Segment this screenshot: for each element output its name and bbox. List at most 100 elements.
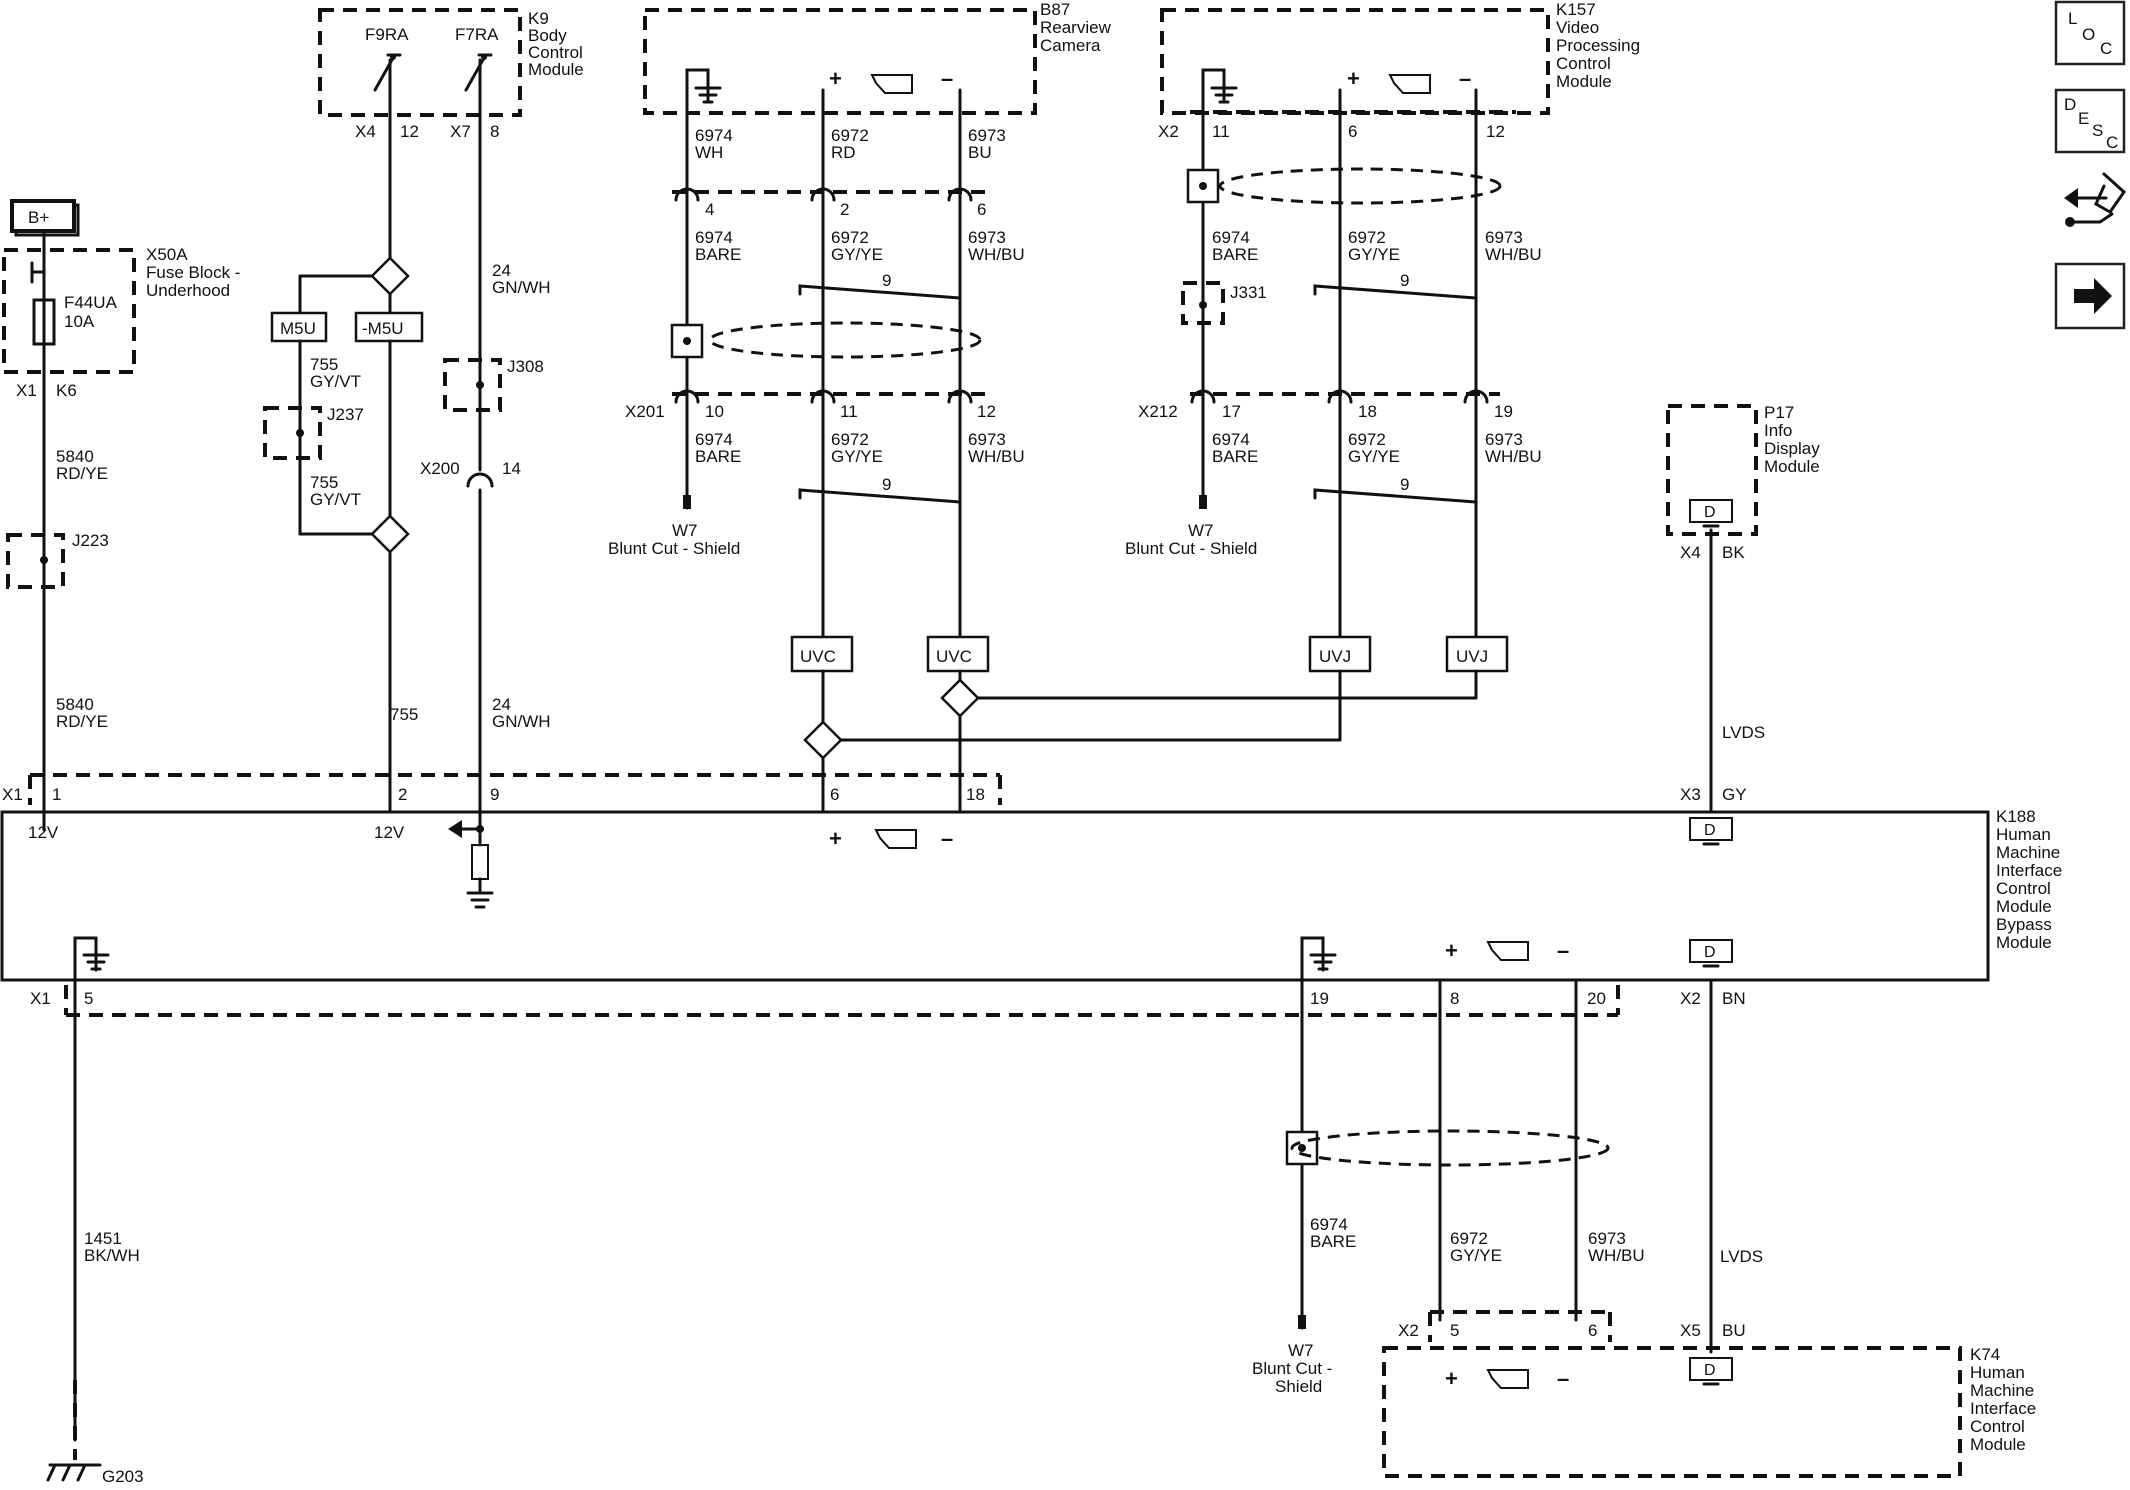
wire-24-number-a: 24 (492, 261, 511, 280)
lower-w6972: 6972 (1450, 1229, 1488, 1248)
k157-pin-12: 12 (1486, 122, 1505, 141)
wire-755-number-c: 755 (390, 705, 418, 724)
ground-symbol-icon (73, 936, 110, 972)
option-uvj-label-a: UVJ (1319, 647, 1351, 666)
k188-conn-x1-bottom: X1 (30, 989, 51, 1008)
splice-diamond-icon (940, 678, 980, 718)
w6974-label-c: 6974 (695, 430, 733, 449)
k157-outline (1160, 8, 1550, 115)
wire-5840-color-b: RD/YE (56, 712, 108, 731)
k9-switch-f7ra-label: F7RA (455, 25, 499, 44)
lower-w6974-bare: BARE (1310, 1232, 1356, 1251)
k74-outline (1382, 1346, 1962, 1478)
x50a-id: X50A (146, 245, 188, 264)
k188-pin-9: 9 (490, 785, 499, 804)
wire-5840-number-b: 5840 (56, 695, 94, 714)
splice-diamond-icon (370, 256, 410, 296)
k157-name-4: Module (1556, 72, 1612, 91)
option-m5u-box (270, 311, 328, 343)
k157-w6973-whbu-c: WH/BU (1485, 447, 1542, 466)
resistor-icon (471, 844, 489, 880)
k74-name-4: Control (1970, 1417, 2025, 1436)
wire-5840-number-a: 5840 (56, 447, 94, 466)
fuse-f44ua-label: F44UA (64, 293, 118, 312)
k188-pin-8: 8 (1450, 989, 1459, 1008)
loc-letter-c: C (2100, 39, 2112, 58)
k188-pin-2: 2 (398, 785, 407, 804)
k188-plus-b: + (1445, 938, 1458, 963)
repair-procedure-icon[interactable] (2064, 172, 2126, 227)
splice-j223-outline (6, 533, 65, 589)
b87-outline (643, 8, 1037, 115)
blunt-cut-shield-a: Blunt Cut - Shield (608, 539, 740, 558)
location-view-button[interactable]: L O C (2054, 0, 2126, 66)
k188-conn-x3: X3 (1680, 785, 1701, 804)
k188-module-box (0, 810, 1990, 982)
k188-minus-b: – (1557, 938, 1569, 963)
lower-w6973-whbu: WH/BU (1588, 1246, 1645, 1265)
option-uvc-box-a (790, 635, 854, 673)
k9-id: K9 (528, 9, 549, 28)
k188-id: K188 (1996, 807, 2036, 826)
k157-name-3: Control (1556, 54, 1611, 73)
option-uvj-label-b: UVJ (1456, 647, 1488, 666)
w7-label-b: W7 (1188, 521, 1214, 540)
w6972-color-rd: RD (831, 143, 856, 162)
battery-b-plus-label: B+ (28, 208, 49, 227)
lower-w6973: 6973 (1588, 1229, 1626, 1248)
next-page-arrow-button[interactable] (2054, 262, 2126, 330)
k74-conn-x2: X2 (1398, 1321, 1419, 1340)
ground-symbol-icon (685, 68, 722, 104)
twist-marker-icon (798, 488, 962, 512)
k74-minus: – (1557, 1366, 1569, 1391)
k9-pin-8: 8 (490, 122, 499, 141)
b87-rearview-camera: B87 Rearview Camera + – (643, 0, 1112, 115)
k157-name-1: Video (1556, 18, 1599, 37)
conn-x201-label: X201 (625, 402, 665, 421)
input-arrow-icon (448, 820, 482, 838)
shield-drain-icon (670, 323, 704, 359)
x50a-name-1: Fuse Block - (146, 263, 240, 282)
wire-5840-color-a: RD/YE (56, 464, 108, 483)
w6973-color-bu: BU (968, 143, 992, 162)
pin-4: 4 (705, 200, 714, 219)
k188-name-7: Module (1996, 933, 2052, 952)
k9-conn-x7: X7 (450, 122, 471, 141)
w6974-color-wh: WH (695, 143, 723, 162)
k9-conn-x4: X4 (355, 122, 376, 141)
desc-letter-c: C (2106, 133, 2118, 152)
w6974-label: 6974 (695, 126, 733, 145)
ground-g203-icon (46, 1463, 102, 1482)
conn-x200-label: X200 (420, 459, 460, 478)
conn-x212-label: X212 (1138, 402, 1178, 421)
k74-conn-x5: X5 (1680, 1321, 1701, 1340)
k188-display-symbol-a: D (1704, 822, 1716, 839)
pin-18: 18 (1358, 402, 1377, 421)
splice-diamond-icon (803, 720, 843, 760)
twist-marker-icon (798, 284, 962, 308)
k9-name-2: Control (528, 43, 583, 62)
k188-12v-a: 12V (28, 823, 59, 842)
k9-module-outline (318, 8, 522, 117)
twist-marker-icon (1313, 284, 1478, 308)
k157-w6974: 6974 (1212, 228, 1250, 247)
option-not-m5u-box (354, 311, 424, 343)
blunt-cut-b: Shield (1275, 1377, 1322, 1396)
k157-video-processing-module: K157 Video Processing Control Module + – (1160, 0, 1640, 115)
w6972-label-b: 6972 (831, 228, 869, 247)
ground-symbol-icon (1201, 68, 1238, 104)
ground-symbol-icon (1300, 936, 1337, 972)
twist-count-a: 9 (882, 271, 891, 290)
display-icon (1689, 499, 1733, 523)
pin-10: 10 (705, 402, 724, 421)
w6973-label-c: 6973 (968, 430, 1006, 449)
ground-symbol-icon (466, 891, 494, 909)
x50a-name-2: Underhood (146, 281, 230, 300)
p17-id: P17 (1764, 403, 1794, 422)
k188-conn-x2: X2 (1680, 989, 1701, 1008)
k74-name-3: Interface (1970, 1399, 2036, 1418)
w6972-gyye-c: GY/YE (831, 447, 883, 466)
k188-minus-a: – (941, 826, 953, 851)
description-view-button[interactable]: D E S C (2054, 88, 2126, 154)
twist-count-b: 9 (882, 475, 891, 494)
